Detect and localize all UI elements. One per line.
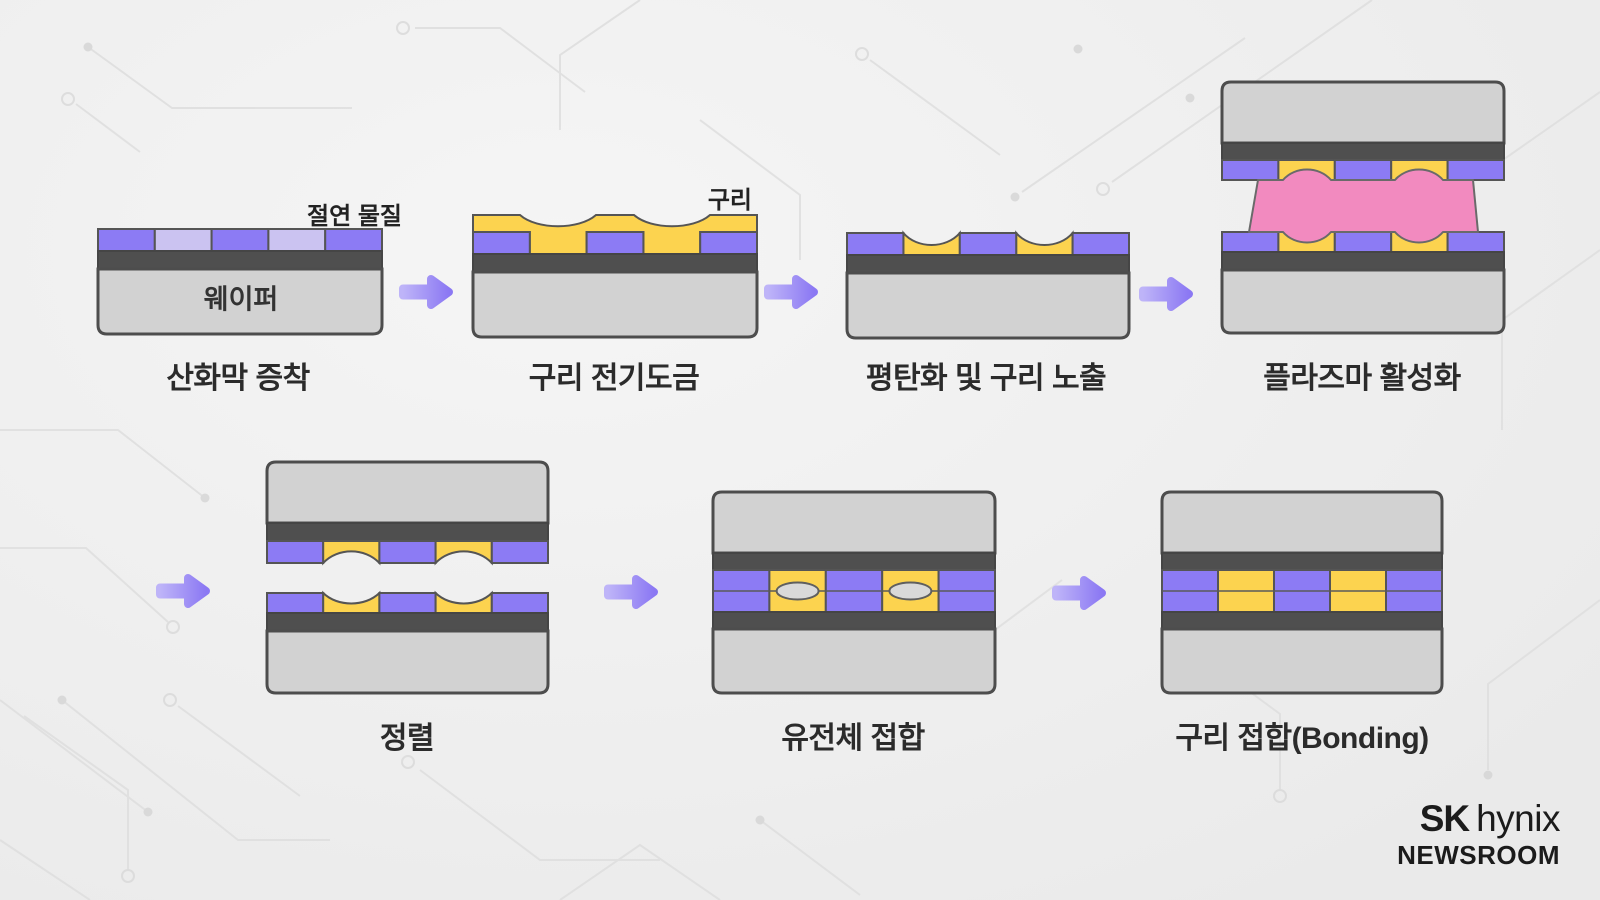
wafer-label: 웨이퍼 <box>203 284 279 315</box>
arrow-right-icon <box>1046 569 1114 617</box>
step-caption-oxide-deposition: 산화막 증착 <box>166 362 310 395</box>
bottom-barrier-layer <box>1161 611 1443 630</box>
arrow-right-icon <box>758 268 826 316</box>
top-bonding-layer <box>266 540 550 566</box>
top-wafer-body <box>1220 80 1506 145</box>
bonded-layer <box>1161 569 1443 613</box>
bottom-bonding-layer <box>1221 231 1506 253</box>
diagram-plasma-activation <box>1220 80 1506 335</box>
top-bonding-layer <box>1221 159 1506 181</box>
arrow-right-icon <box>1133 270 1201 318</box>
arrow-right-icon <box>150 567 218 615</box>
top-wafer-body <box>265 460 550 525</box>
top-barrier-layer <box>712 552 996 571</box>
barrier-layer <box>97 250 383 270</box>
top-barrier-layer <box>1221 142 1505 161</box>
copper-void <box>888 581 933 601</box>
copper-void <box>775 581 820 601</box>
step-caption-alignment: 정렬 <box>379 722 435 755</box>
step-caption-copper-electroplating: 구리 전기도금 <box>528 362 700 395</box>
diagram-alignment <box>265 460 550 695</box>
bonded-layer <box>712 569 997 613</box>
bottom-bonding-layer <box>266 590 550 614</box>
newsroom-wordmark: NEWSROOM <box>1397 839 1560 870</box>
brand-hynix: hynix <box>1476 798 1560 839</box>
wafer-body <box>96 267 384 336</box>
step-caption-copper-bonding: 구리 접합(Bonding) <box>1175 722 1429 755</box>
arrow-right-icon <box>598 568 666 616</box>
insulator-layer <box>846 232 1131 256</box>
barrier-layer <box>472 253 758 273</box>
wafer-body <box>845 271 1131 340</box>
top-barrier-layer <box>266 522 549 542</box>
bottom-wafer-body <box>265 629 550 695</box>
top-barrier-layer <box>1161 552 1443 571</box>
bottom-barrier-layer <box>266 612 549 632</box>
diagram-planarization <box>845 230 1131 340</box>
bottom-wafer-body <box>1220 268 1506 335</box>
bottom-barrier-layer <box>1221 251 1505 271</box>
step-caption-planarization: 평탄화 및 구리 노출 <box>865 362 1107 395</box>
top-wafer-body <box>1160 490 1444 555</box>
step-caption-dielectric-bonding: 유전체 접합 <box>781 722 925 755</box>
plasma-region <box>1248 168 1479 244</box>
barrier-layer <box>846 254 1130 274</box>
insulator-layer <box>97 228 383 252</box>
diagram-copper-bonding <box>1160 490 1444 695</box>
copper-label: 구리 <box>707 187 752 214</box>
wafer-body <box>471 270 759 339</box>
insulator-layer <box>472 231 758 255</box>
bottom-barrier-layer <box>712 611 996 630</box>
insulator-label: 절연 물질 <box>307 203 402 230</box>
bottom-wafer-body <box>711 627 997 695</box>
brand-sk: SK <box>1419 798 1470 839</box>
arrow-right-icon <box>393 268 461 316</box>
diagram-oxide-deposition <box>96 228 384 336</box>
diagram-copper-electroplating <box>471 214 759 339</box>
diagram-dielectric-bonding <box>711 490 997 695</box>
step-caption-plasma-activation: 플라즈마 활성화 <box>1263 362 1461 395</box>
top-wafer-body <box>711 490 997 555</box>
bottom-wafer-body <box>1160 627 1444 695</box>
